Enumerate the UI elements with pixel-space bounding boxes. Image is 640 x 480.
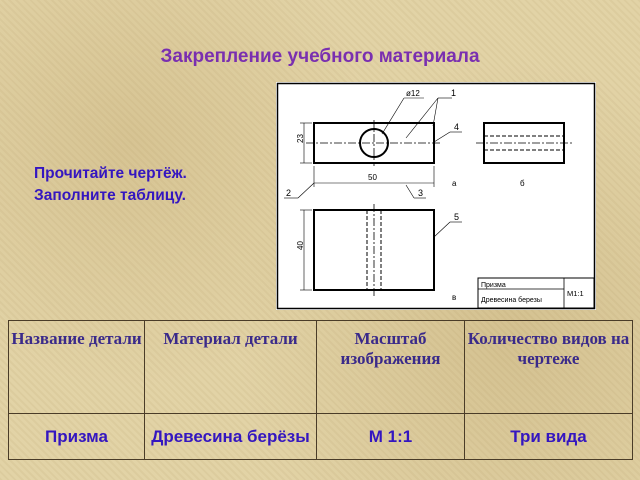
value-view-count: Три вида	[464, 413, 633, 460]
header-part-name: Название детали	[8, 320, 145, 414]
callout-4-leader	[433, 131, 451, 143]
callout-5-label: 5	[454, 212, 459, 222]
value-material: Древесина берёзы	[144, 413, 317, 460]
callout-1-leader-b	[432, 97, 439, 127]
diameter-label: ø12	[406, 89, 420, 98]
technical-drawing: 23 ø12 1 4 50 2 3 а б	[276, 82, 596, 310]
callout-3-leader	[405, 184, 415, 199]
slide-title: Закрепление учебного материала	[160, 46, 480, 67]
instruction-line-2: Заполните таблицу.	[34, 187, 186, 204]
title-block-material: Древесина березы	[481, 296, 542, 304]
callout-3-label: 3	[418, 188, 423, 198]
drawing-svg: 23 ø12 1 4 50 2 3 а б	[276, 82, 596, 310]
instructions: Прочитайте чертёж. Заполните таблицу.	[34, 163, 187, 207]
title-block	[477, 277, 595, 309]
view-v-label: в	[452, 293, 456, 302]
callout-2-leader	[297, 182, 315, 199]
table-header-row: Название детали Материал детали Масштаб …	[8, 320, 633, 414]
view-b-label: б	[520, 179, 525, 188]
value-part-name: Призма	[8, 413, 145, 460]
diameter-leader	[381, 97, 405, 135]
title-block-name: Призма	[481, 282, 506, 289]
dim-40-label: 40	[296, 241, 305, 250]
drawing-frame	[276, 82, 596, 310]
value-scale: М 1:1	[316, 413, 465, 460]
table-value-row: Призма Древесина берёзы М 1:1 Три вида	[8, 413, 633, 460]
answer-table: Название детали Материал детали Масштаб …	[8, 320, 633, 460]
header-scale: Масштаб изображения	[316, 320, 465, 414]
header-material: Материал детали	[144, 320, 317, 414]
callout-5-leader	[433, 221, 451, 238]
dim-23-label: 23	[296, 134, 305, 143]
header-view-count: Количество видов на чертеже	[464, 320, 633, 414]
callout-2-label: 2	[286, 188, 291, 198]
instruction-line-1: Прочитайте чертёж.	[34, 165, 187, 182]
title-block-scale: М1:1	[567, 289, 584, 298]
dim-50-label: 50	[368, 173, 377, 182]
callout-1-leader-a	[405, 97, 439, 139]
callout-1-label: 1	[451, 88, 456, 98]
view-a-label: а	[452, 179, 457, 188]
callout-4-label: 4	[454, 122, 459, 132]
